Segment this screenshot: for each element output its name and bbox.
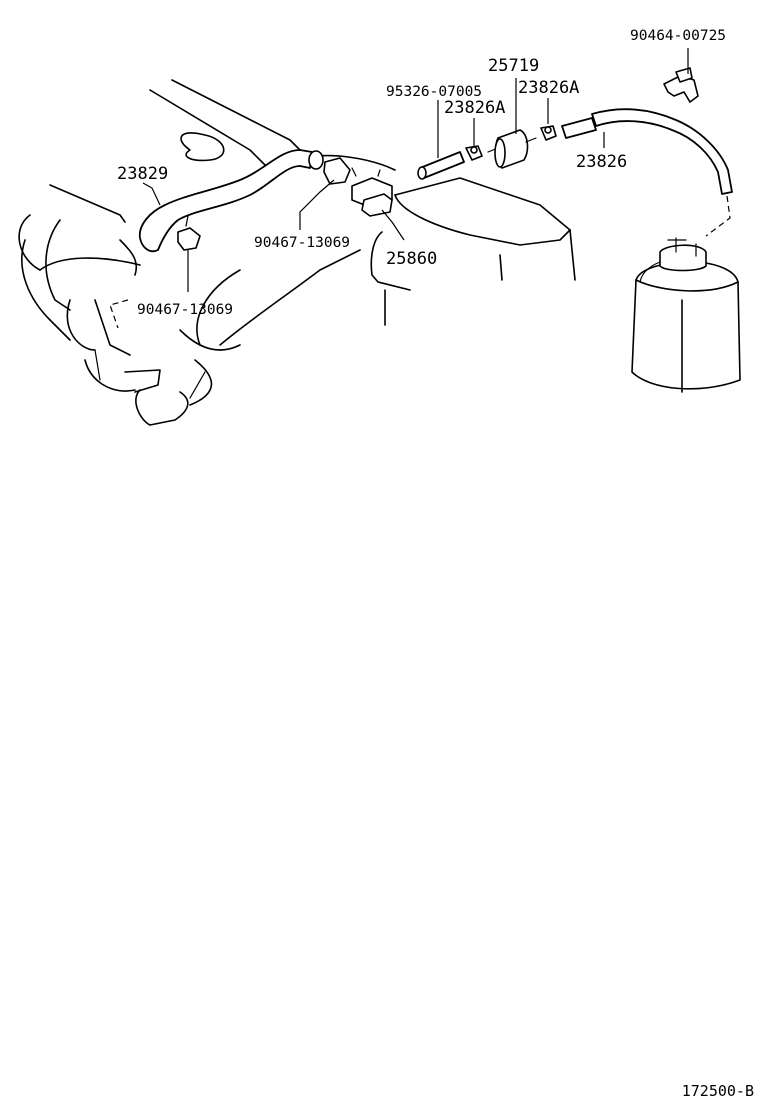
clip-90467-13069-lower-part xyxy=(177,215,201,251)
vsv-25860 xyxy=(351,167,393,217)
engine-outline xyxy=(18,79,396,426)
label-90467-13069-lower: 90467-13069 xyxy=(137,302,234,318)
figure-reference: 172500-B xyxy=(681,1082,754,1100)
hose-23829 xyxy=(138,149,324,253)
label-23826: 23826 xyxy=(576,152,628,172)
label-25860: 25860 xyxy=(386,249,438,269)
label-95326-07005: 95326-07005 xyxy=(386,84,483,100)
battery-cover-outline xyxy=(370,177,576,326)
label-23826A-right: 23826A xyxy=(518,78,580,98)
clip-90467-13069-upper-part xyxy=(323,157,351,185)
hose-95326-07005 xyxy=(417,151,465,180)
filter-25719 xyxy=(487,129,537,169)
leader-lines xyxy=(109,48,689,329)
label-25719: 25719 xyxy=(488,56,540,76)
charcoal-canister xyxy=(631,237,741,393)
label-23826A-left: 23826A xyxy=(444,98,506,118)
clip-23826A-left-part xyxy=(465,145,483,161)
label-23829: 23829 xyxy=(117,164,169,184)
clip-23826A-right-part xyxy=(540,125,557,141)
clamp-90464-00725 xyxy=(663,67,699,103)
label-90467-13069-upper: 90467-13069 xyxy=(254,235,351,251)
hose-23826 xyxy=(561,108,733,237)
label-90464-00725: 90464-00725 xyxy=(630,28,727,44)
